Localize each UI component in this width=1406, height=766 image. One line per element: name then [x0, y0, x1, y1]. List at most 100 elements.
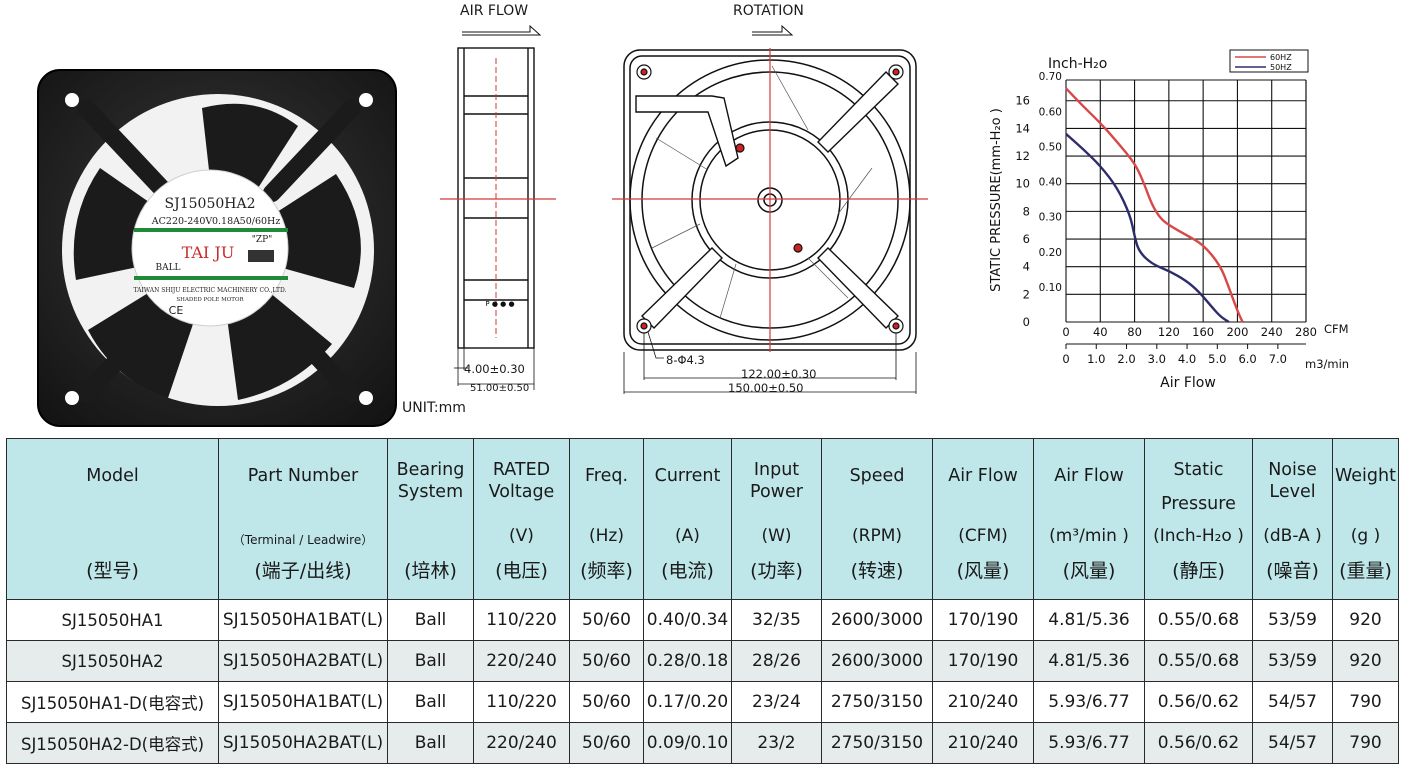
header-voltage-sub: (V) [509, 526, 534, 546]
header-power-en1: Input [753, 460, 800, 480]
barcode-icon [248, 250, 274, 262]
cell-current: 0.17/0.20 [643, 681, 732, 723]
header-speed: Speed (RPM) (转速) [821, 438, 933, 600]
header-airflow-m3-sub: (m³/min ) [1049, 526, 1129, 546]
cell-airflow-cfm: 210/240 [932, 681, 1034, 723]
unit-label: UNIT:mm [402, 400, 466, 416]
cell-speed: 2750/3150 [821, 722, 933, 764]
cell-noise: 53/59 [1252, 599, 1333, 641]
y-tick-label-mm: 8 [1023, 204, 1030, 218]
header-model-cn: (型号) [86, 560, 139, 582]
cell-voltage: 110/220 [473, 681, 570, 723]
header-weight-en: Weight [1335, 466, 1396, 486]
x-tick-label-m3: 0 [1062, 352, 1069, 366]
chart-xlabel: Air Flow [1160, 375, 1216, 391]
y-tick-label-mm: 14 [1015, 121, 1030, 135]
cell-pressure: 0.56/0.62 [1144, 681, 1253, 723]
cell-freq: 50/60 [569, 681, 644, 723]
header-airflow-m3: Air Flow (m³/min ) (风量) [1033, 438, 1145, 600]
cell-part-number: SJ15050HA1BAT(L) [218, 599, 388, 641]
chart-legend: 60HZ 50HZ [1229, 49, 1309, 73]
table-header-row: Model (型号) Part Number （Terminal / Leadw… [6, 438, 1399, 600]
legend-label-50hz: 50HZ [1270, 63, 1292, 72]
cell-weight: 790 [1332, 681, 1399, 723]
cell-airflow-m3: 4.81/5.36 [1033, 640, 1145, 682]
x-tick-label-m3: 6.0 [1238, 352, 1256, 366]
cell-noise: 54/57 [1252, 681, 1333, 723]
table-row: SJ15050HA2 SJ15050HA2BAT(L) Ball 220/240… [6, 640, 1399, 682]
header-pressure-en2: Pressure [1161, 494, 1236, 514]
cell-pressure: 0.56/0.62 [1144, 722, 1253, 764]
chart-ylabel: STATIC PRESSURE(mm-H₂o ) [989, 108, 1004, 292]
header-bearing-en2: System [397, 482, 464, 502]
cell-airflow-cfm: 170/190 [932, 599, 1034, 641]
side-view-drawing: P ● ● ● [440, 24, 556, 390]
cell-weight: 920 [1332, 599, 1399, 641]
header-weight: Weight (g ) (重量) [1332, 438, 1399, 600]
cell-weight: 790 [1332, 722, 1399, 764]
x-tick-label-cfm: 160 [1192, 325, 1214, 339]
y-tick-label-inch: 0.10 [1039, 282, 1062, 294]
y-tick-label-inch: 0.30 [1039, 212, 1062, 224]
header-freq-en: Freq. [584, 466, 629, 486]
y-tick-label-mm: 4 [1023, 260, 1030, 274]
chart-xunit-secondary: m3/min [1305, 357, 1349, 371]
x-tick-label-cfm: 200 [1226, 325, 1248, 339]
cell-weight: 920 [1332, 640, 1399, 682]
front-dim-total: 150.00±0.50 [728, 381, 804, 395]
header-power-en2: Power [750, 482, 803, 502]
label-company: TAIWAN SHIJU ELECTRIC MACHINERY CO.,LTD. [133, 287, 286, 294]
cell-current: 0.09/0.10 [643, 722, 732, 764]
header-current-en: Current [654, 466, 721, 486]
x-tick-label-cfm: 0 [1062, 325, 1069, 339]
header-airflow-cfm-sub: (CFM) [958, 526, 1008, 546]
y-tick-label-mm: 6 [1023, 232, 1030, 246]
cell-pressure: 0.55/0.68 [1144, 599, 1253, 641]
label-rating-left: AC220-240V [151, 216, 213, 227]
x-tick-label-m3: 5.0 [1208, 352, 1226, 366]
header-part-cn: (端子/出线) [254, 560, 352, 582]
front-view-title: ROTATION [733, 3, 804, 19]
front-view-drawing [612, 24, 928, 394]
cell-speed: 2600/3000 [821, 640, 933, 682]
header-current-cn: (电流) [661, 560, 714, 582]
y-tick-label-inch: 0.70 [1039, 71, 1062, 83]
header-freq-sub: (Hz) [589, 526, 624, 546]
cell-airflow-m3: 5.93/6.77 [1033, 722, 1145, 764]
cell-bearing: Ball [387, 722, 474, 764]
y-tick-label-mm: 10 [1015, 177, 1030, 191]
header-current: Current (A) (电流) [643, 438, 732, 600]
header-noise-cn: (噪音) [1266, 560, 1319, 582]
header-airflow-cfm-en: Air Flow [948, 466, 1018, 486]
header-airflow-m3-en: Air Flow [1054, 466, 1124, 486]
x-tick-label-cfm: 240 [1261, 325, 1283, 339]
label-model: SJ15050HA2 [165, 196, 256, 212]
header-pressure-cn: (静压) [1172, 560, 1225, 582]
label-brand: TAI JU [182, 243, 235, 262]
header-voltage-en2: Voltage [488, 482, 555, 502]
cell-speed: 2750/3150 [821, 681, 933, 723]
x-tick-label-m3: 3.0 [1148, 352, 1166, 366]
y-tick-label-mm: 0 [1023, 315, 1030, 329]
header-voltage-cn: (电压) [495, 560, 548, 582]
chart-xunit-primary: CFM [1324, 322, 1349, 336]
table-row: SJ15050HA1 SJ15050HA1BAT(L) Ball 110/220… [6, 599, 1399, 641]
header-noise-en2: Level [1269, 482, 1316, 502]
header-model-en: Model [86, 466, 139, 486]
spec-table: Model (型号) Part Number （Terminal / Leadw… [6, 438, 1399, 764]
cell-voltage: 220/240 [473, 722, 570, 764]
cell-noise: 53/59 [1252, 640, 1333, 682]
chart-ylabel-inch: Inch-H₂o [1048, 56, 1107, 72]
series-line-50hz [1065, 133, 1230, 324]
header-bearing-en1: Bearing [396, 460, 465, 480]
cell-speed: 2600/3000 [821, 599, 933, 641]
cell-model: SJ15050HA1 [6, 599, 219, 641]
header-freq-cn: (频率) [580, 560, 633, 582]
cell-part-number: SJ15050HA2BAT(L) [218, 640, 388, 682]
header-part-number: Part Number （Terminal / Leadwire） (端子/出线… [218, 438, 388, 600]
cell-part-number: SJ15050HA1BAT(L) [218, 681, 388, 723]
cell-model: SJ15050HA1-D(电容式) [6, 681, 219, 723]
